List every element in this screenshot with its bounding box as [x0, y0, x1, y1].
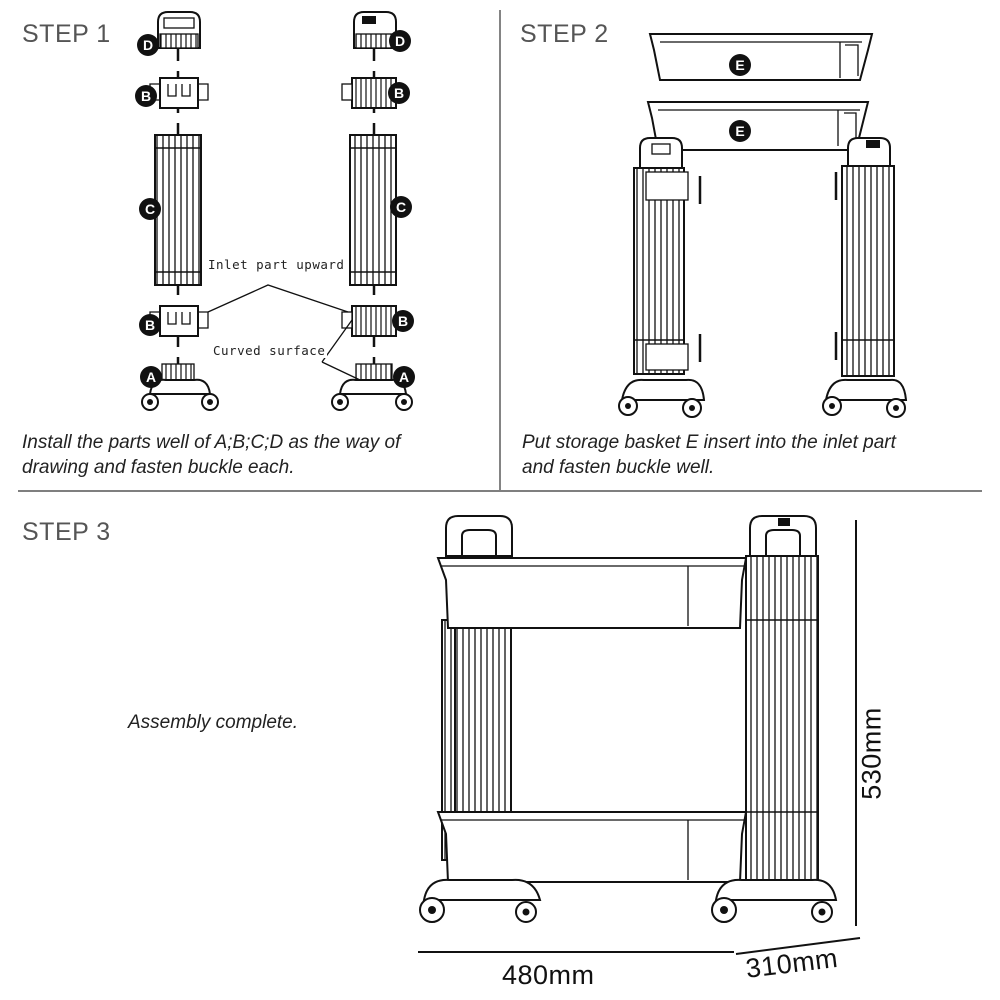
svg-text:A: A — [399, 369, 409, 385]
dimension-lines — [418, 520, 861, 955]
label-d-left: D — [137, 34, 159, 56]
step1-left-column — [141, 11, 219, 411]
step3-caption: Assembly complete. — [128, 712, 299, 733]
svg-text:C: C — [396, 199, 406, 215]
svg-text:E: E — [735, 57, 744, 73]
dimension-width-label: 480mm — [502, 960, 595, 990]
step1-title: STEP 1 — [22, 20, 111, 48]
dimension-height-label: 530mm — [856, 707, 887, 800]
label-c-right: C — [390, 196, 412, 218]
step3-title: STEP 3 — [22, 518, 111, 546]
svg-text:D: D — [143, 37, 153, 53]
svg-text:B: B — [141, 88, 151, 104]
step1-leader-lines — [207, 284, 361, 381]
note-curved-surface: Curved surface — [211, 343, 328, 358]
label-c-left: C — [139, 198, 161, 220]
step2-basket-top — [648, 33, 874, 81]
label-a-left: A — [140, 366, 162, 388]
label-b-left-top: B — [135, 85, 157, 107]
svg-text:B: B — [398, 313, 408, 329]
label-e-bottom: E — [729, 120, 751, 142]
label-b-right-bottom: B — [392, 310, 414, 332]
step2-caption-line1: Put storage basket E insert into the inl… — [522, 432, 896, 453]
step1-caption-line1: Install the parts well of A;B;C;D as the… — [22, 432, 401, 453]
step2-caption-line2: and fasten buckle well. — [522, 457, 715, 478]
step1-right-column — [331, 11, 413, 411]
step2-left-column — [618, 137, 706, 418]
step1-caption: Install the parts well of A;B;C;D as the… — [22, 430, 492, 480]
label-b-right-top: B — [388, 82, 410, 104]
note-inlet-part-upward: Inlet part upward — [206, 257, 347, 272]
svg-text:A: A — [146, 369, 156, 385]
dim-depth-line — [735, 937, 861, 955]
svg-text:D: D — [395, 33, 405, 49]
step2-caption: Put storage basket E insert into the inl… — [522, 430, 992, 480]
svg-text:B: B — [394, 85, 404, 101]
label-d-right: D — [389, 30, 411, 52]
part-labels: D D B B C C B B A A E E — [135, 30, 751, 388]
step3-cart — [419, 515, 838, 923]
label-e-top: E — [729, 54, 751, 76]
svg-text:B: B — [145, 317, 155, 333]
svg-text:E: E — [735, 123, 744, 139]
svg-text:C: C — [145, 201, 155, 217]
label-a-right: A — [393, 366, 415, 388]
step2-title: STEP 2 — [520, 20, 609, 48]
step1-caption-line2: drawing and fasten buckle each. — [22, 457, 295, 478]
step2-right-column — [822, 137, 908, 418]
label-b-left-bottom: B — [139, 314, 161, 336]
